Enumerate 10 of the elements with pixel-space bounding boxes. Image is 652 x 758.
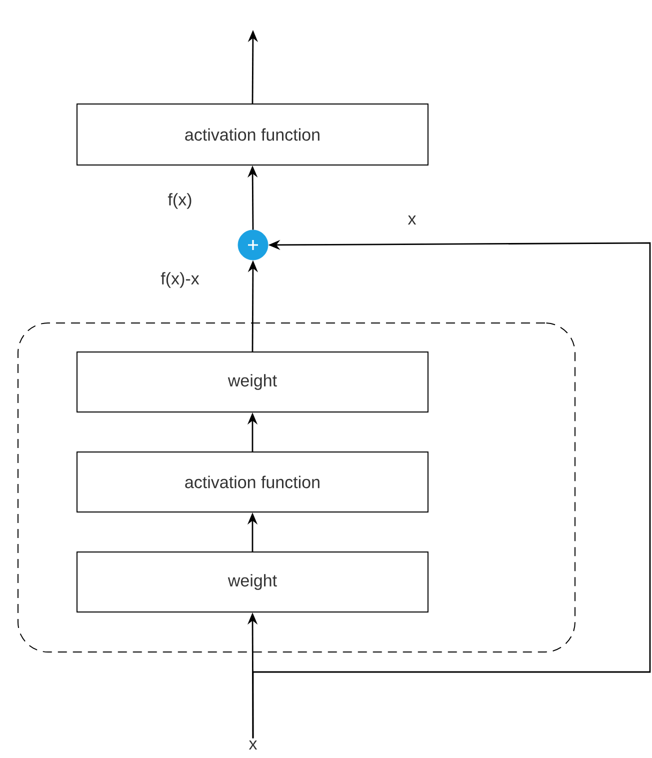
process-box: activation function [76, 452, 428, 512]
edge-label: f(x)-x [160, 271, 200, 289]
process-box: weight [76, 552, 428, 612]
process-box: weight [76, 352, 428, 412]
edge-label: x [406, 214, 418, 226]
process-box: activation function [76, 104, 428, 166]
edge-label: f(x) [166, 192, 194, 210]
plus-circle [238, 230, 268, 260]
input-label: x [248, 740, 258, 750]
dashed-group-box [18, 322, 576, 652]
